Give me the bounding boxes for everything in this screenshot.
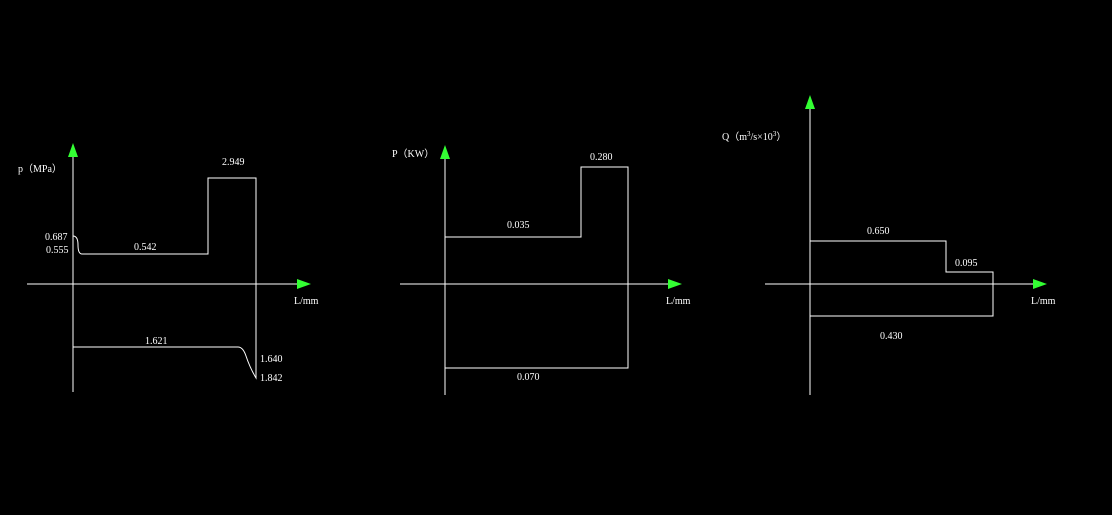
flow-x-label: L/mm <box>1031 296 1056 307</box>
flow-value-label: 0.430 <box>880 331 903 342</box>
flow-x-arrow-icon <box>1033 279 1047 289</box>
pressure-value-label: 0.555 <box>46 245 69 256</box>
pressure-y-label: p（MPa） <box>18 163 62 175</box>
pressure-value-label: 0.542 <box>134 242 157 253</box>
power-y-arrow-icon <box>440 145 450 159</box>
pressure-diagram: p（MPa） L/mm 0.687 0.555 0.542 2.949 1.62… <box>18 143 319 392</box>
pressure-lower-curve <box>73 284 257 380</box>
power-x-arrow-icon <box>668 279 682 289</box>
pressure-value-label: 0.687 <box>45 232 68 243</box>
flow-upper-curve <box>810 240 994 284</box>
pressure-x-arrow-icon <box>297 279 311 289</box>
pressure-value-label: 1.640 <box>260 354 283 365</box>
flow-diagram: Q（m3/s×103） L/mm 0.650 0.095 0.430 <box>722 95 1056 395</box>
power-diagram: P（KW） L/mm 0.035 0.280 0.070 <box>392 145 691 395</box>
power-x-label: L/mm <box>666 296 691 307</box>
pressure-value-label: 2.949 <box>222 157 245 168</box>
flow-value-label: 0.095 <box>955 258 978 269</box>
pressure-value-label: 1.621 <box>145 336 168 347</box>
pressure-x-label: L/mm <box>294 296 319 307</box>
flow-lower-curve <box>810 284 994 317</box>
pressure-value-label: 1.842 <box>260 373 283 384</box>
power-upper-curve <box>445 166 629 284</box>
power-y-label: P（KW） <box>392 148 434 160</box>
flow-y-label: Q（m3/s×103） <box>722 130 786 143</box>
power-value-label: 0.035 <box>507 220 530 231</box>
power-lower-curve <box>445 284 629 369</box>
pressure-upper-curve <box>72 177 257 284</box>
pressure-y-arrow-icon <box>68 143 78 157</box>
flow-y-arrow-icon <box>805 95 815 109</box>
power-value-label: 0.280 <box>590 152 613 163</box>
power-value-label: 0.070 <box>517 372 540 383</box>
flow-value-label: 0.650 <box>867 226 890 237</box>
